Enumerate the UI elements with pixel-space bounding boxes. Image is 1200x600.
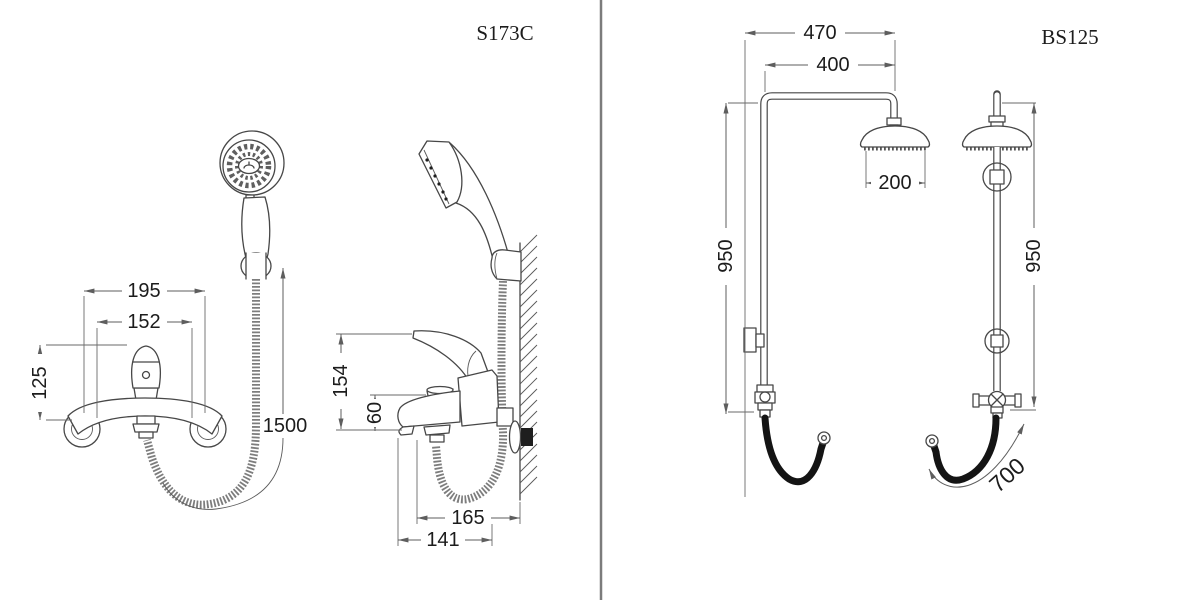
bs125-drawing: BS125 [715, 22, 1099, 497]
dim-spout-depth: 141 [426, 529, 459, 551]
shower-column-front [743, 92, 931, 485]
column-side-dimensions: 950 700 [928, 102, 1045, 498]
mixer-handle [131, 345, 161, 389]
dim-hose-length-bs125: 700 [984, 453, 1030, 498]
shower-column-side [925, 90, 1033, 484]
wall-hatching [519, 234, 538, 495]
mixer-front [63, 345, 227, 448]
dim-head-diameter: 200 [878, 172, 911, 194]
dim-arm-outer: 470 [803, 22, 836, 44]
rain-head-front [859, 125, 931, 148]
dim-column-height-side: 950 [1023, 239, 1045, 272]
dim-column-height-front: 950 [715, 239, 737, 272]
dim-spout-height: 60 [364, 402, 386, 424]
dim-width-outer: 195 [127, 280, 160, 302]
spray-selector-icon [243, 161, 255, 169]
dim-arm-inner: 400 [816, 54, 849, 76]
flex-hose-front [761, 414, 827, 485]
spout-side [397, 390, 461, 428]
dim-body-height: 125 [29, 366, 51, 399]
dim-hose-length: 1500 [263, 415, 308, 437]
flex-hose-side [930, 414, 1000, 484]
wall-bracket-section [521, 428, 533, 446]
shower-hose-side [432, 280, 508, 504]
mixer-side [397, 140, 538, 504]
dim-total-height: 154 [330, 364, 352, 397]
side-dimensions: 154 60 165 141 [330, 333, 521, 551]
s173c-drawing: S173C [29, 21, 538, 551]
diverter-valve [972, 390, 1022, 419]
wall-bracket [743, 327, 757, 353]
column-front-dimensions: 470 400 950 200 [715, 22, 926, 497]
model-label-bs125: BS125 [1041, 25, 1098, 49]
front-dimensions: 195 152 125 1500 [29, 268, 308, 510]
rain-head-side [961, 125, 1033, 148]
handshower-front [143, 130, 285, 509]
dim-depth-to-wall: 165 [451, 507, 484, 529]
shower-hose [143, 279, 260, 509]
handshower-holder [240, 252, 272, 280]
model-label-s173c: S173C [476, 21, 533, 45]
dim-width-inner: 152 [127, 311, 160, 333]
handshower-side [418, 140, 522, 282]
